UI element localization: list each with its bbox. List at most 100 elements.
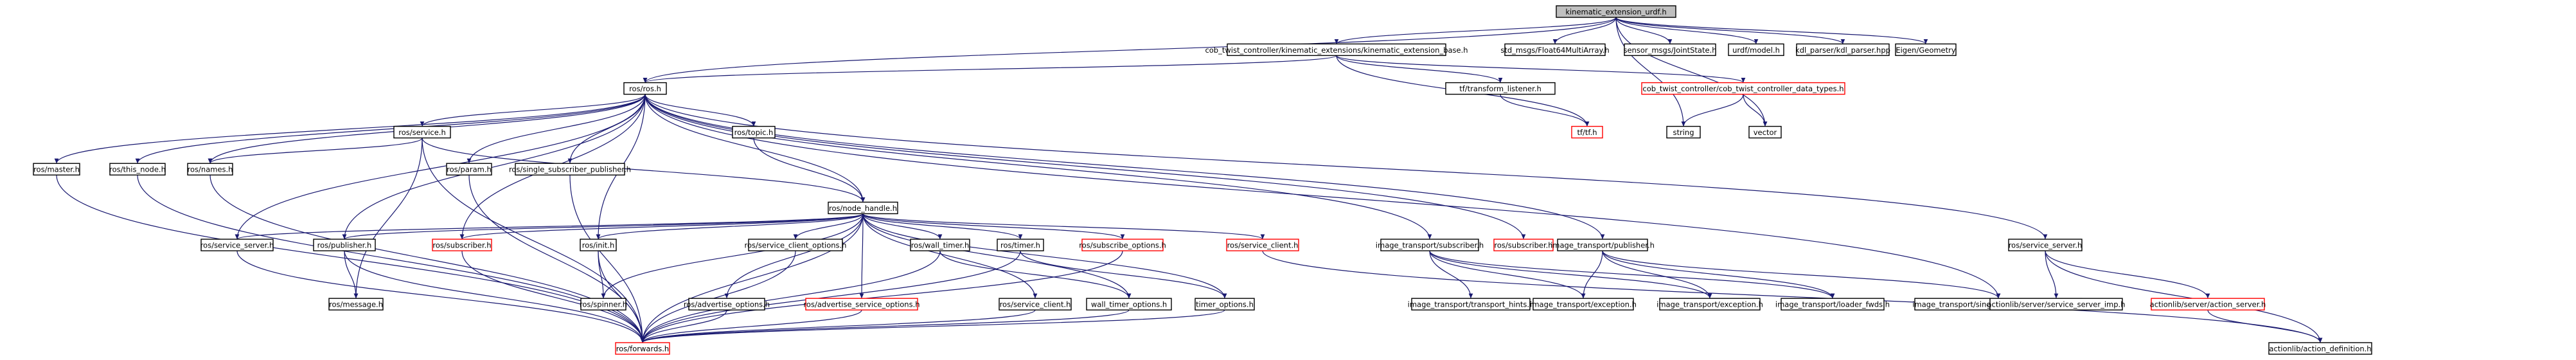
node-exception2-box bbox=[1659, 298, 1761, 310]
node-datatypes[interactable]: cob_twist_controller/cob_twist_controlle… bbox=[1641, 82, 1845, 95]
node-svcclient2[interactable]: ros/service_client.h bbox=[999, 298, 1072, 310]
edge-itsub-to-loaderfns bbox=[1429, 250, 1835, 299]
node-param[interactable]: ros/param.h bbox=[446, 163, 492, 176]
node-walltimer[interactable]: ros/wall_timer.h bbox=[910, 239, 970, 251]
node-wto-label: wall_timer_options.h bbox=[1091, 300, 1167, 309]
edge-rosros-to-serviceserver bbox=[235, 94, 646, 240]
node-float64[interactable]: std_msgs/Float64MultiArray.h bbox=[1500, 43, 1610, 57]
node-alserver[interactable]: ros/service_server.h bbox=[2008, 239, 2083, 251]
node-alserver-label: ros/service_server.h bbox=[2009, 241, 2083, 250]
node-loaderfns-label: image_transport/loader_fwds.h bbox=[1775, 300, 1890, 309]
node-subscriber[interactable]: ros/subscriber.h bbox=[432, 239, 492, 251]
node-exception1[interactable]: image_transport/exception.h bbox=[1530, 298, 1637, 310]
node-kdlparser[interactable]: kdl_parser/kdl_parser.hpp bbox=[1795, 43, 1890, 57]
node-rosros[interactable]: ros/ros.h bbox=[623, 82, 667, 95]
node-timer[interactable]: ros/timer.h bbox=[997, 239, 1044, 251]
node-names-label: ros/names.h bbox=[188, 165, 233, 174]
node-tflistener[interactable]: tf/transform_listener.h bbox=[1445, 82, 1556, 95]
node-advopts-box bbox=[688, 298, 765, 310]
node-names[interactable]: ros/names.h bbox=[187, 163, 233, 176]
node-rosros-label: ros/ros.h bbox=[629, 84, 661, 93]
edge-itpub-to-exception2 bbox=[1602, 251, 1712, 299]
node-exception2[interactable]: image_transport/exception.h bbox=[1657, 298, 1763, 310]
node-alserver-box bbox=[2008, 239, 2083, 251]
node-rossubscriber2[interactable]: ros/subscriber.h bbox=[1493, 239, 1554, 251]
edge-nodehandle-to-walltimer bbox=[862, 213, 943, 240]
node-thisnode-label: ros/this_node.h bbox=[109, 165, 166, 174]
node-actionserver[interactable]: actionlib/server/action_server.h bbox=[2150, 298, 2266, 310]
node-base[interactable]: cob_twist_controller/kinematic_extension… bbox=[1205, 43, 1468, 57]
node-urdfmodel-label: urdf/model.h bbox=[1732, 46, 1780, 55]
node-topic[interactable]: ros/topic.h bbox=[732, 125, 776, 139]
edge-rosros-to-publisher bbox=[342, 94, 646, 240]
node-subopts[interactable]: ros/subscribe_options.h bbox=[1079, 239, 1166, 251]
edge-itpub-to-exception1 bbox=[1581, 251, 1603, 299]
edge-nodehandle-to-subopts bbox=[862, 213, 1125, 240]
node-ssimp[interactable]: actionlib/server/service_server_imp.h bbox=[1987, 298, 2126, 310]
node-serviceclient[interactable]: ros/service_client.h bbox=[1226, 239, 1299, 251]
edge-timer-to-timeropts bbox=[1020, 250, 1227, 299]
node-init-label: ros/init.h bbox=[582, 241, 615, 250]
edge-nodehandle-to-sco bbox=[793, 213, 864, 240]
node-init[interactable]: ros/init.h bbox=[580, 239, 617, 251]
edge-root-to-float64 bbox=[1552, 17, 1617, 44]
node-serviceserver[interactable]: ros/service_server.h bbox=[200, 239, 274, 251]
node-sco-box bbox=[748, 239, 843, 251]
edge-root-to-eigen bbox=[1615, 17, 1928, 44]
node-topic-box bbox=[732, 125, 776, 139]
node-tranhints-box bbox=[1411, 298, 1531, 310]
node-timeropts[interactable]: timer_options.h bbox=[1195, 298, 1255, 310]
node-urdfmodel-box bbox=[1728, 43, 1784, 57]
node-actionserver-label: actionlib/server/action_server.h bbox=[2150, 300, 2266, 309]
edge-rosros-to-alserver bbox=[644, 94, 2048, 240]
edge-rosros-to-singlepub bbox=[567, 94, 646, 164]
node-thisnode[interactable]: ros/this_node.h bbox=[109, 163, 166, 176]
node-master[interactable]: ros/master.h bbox=[33, 163, 80, 176]
node-itpub-box bbox=[1557, 239, 1648, 251]
node-tftf[interactable]: tf/tf.h bbox=[1571, 125, 1603, 139]
edge-rosros-to-master bbox=[54, 94, 646, 164]
edge-itsub-to-exception1 bbox=[1429, 251, 1586, 299]
node-wto[interactable]: wall_timer_options.h bbox=[1086, 298, 1172, 310]
node-string-box bbox=[1666, 125, 1701, 139]
node-spinner[interactable]: ros/spinner.h bbox=[580, 298, 627, 310]
node-tranhints[interactable]: image_transport/transport_hints.h bbox=[1408, 298, 1534, 310]
node-publisher[interactable]: ros/publisher.h bbox=[313, 239, 376, 251]
node-message-box bbox=[328, 298, 384, 310]
edge-nodehandle-to-svcclient2 bbox=[862, 213, 1038, 299]
node-nodehandle[interactable]: ros/node_handle.h bbox=[828, 201, 898, 215]
node-urdfmodel[interactable]: urdf/model.h bbox=[1728, 43, 1784, 57]
node-vector-label: vector bbox=[1754, 128, 1777, 137]
edge-base-to-datatypes bbox=[1336, 55, 1746, 84]
edge-serviceserver-to-forwards bbox=[236, 251, 645, 343]
node-string[interactable]: string bbox=[1666, 125, 1701, 139]
node-advopts[interactable]: ros/advertise_options.h bbox=[684, 298, 770, 310]
edge-root-to-jointstate bbox=[1615, 17, 1673, 44]
node-vector[interactable]: vector bbox=[1748, 125, 1782, 139]
node-loaderfns[interactable]: image_transport/loader_fwds.h bbox=[1775, 298, 1890, 310]
node-itsub-label: image_transport/subscriber.h bbox=[1376, 241, 1484, 250]
node-sco[interactable]: ros/service_client_options.h bbox=[745, 239, 847, 251]
edge-service-to-forwards bbox=[422, 138, 645, 343]
edge-root-to-urdfmodel bbox=[1615, 17, 1759, 44]
node-message[interactable]: ros/message.h bbox=[328, 298, 384, 310]
node-jointstate[interactable]: sensor_msgs/JointState.h bbox=[1623, 43, 1717, 57]
node-actiondef[interactable]: actionlib/action_definition.h bbox=[2268, 342, 2372, 355]
node-forwards[interactable]: ros/forwards.h bbox=[615, 342, 670, 355]
node-advsvcopts[interactable]: ros/advertise_service_options.h bbox=[803, 298, 920, 310]
node-rossubscriber2-label: ros/subscriber.h bbox=[1494, 241, 1552, 250]
edge-singlepub-to-forwards bbox=[569, 175, 645, 343]
node-eigen[interactable]: Eigen/Geometry bbox=[1895, 43, 1957, 57]
node-publisher-label: ros/publisher.h bbox=[317, 241, 372, 250]
edge-publisher-to-message bbox=[344, 251, 359, 299]
edge-nodehandle-to-forwards bbox=[640, 213, 864, 343]
node-service[interactable]: ros/service.h bbox=[393, 125, 451, 139]
edge-timer-to-forwards bbox=[640, 251, 1021, 343]
edge-names-to-forwards bbox=[209, 175, 645, 343]
edge-rosros-to-param bbox=[466, 94, 646, 164]
edge-nodehandle-to-spinner bbox=[601, 213, 864, 299]
node-itpub[interactable]: image_transport/publisher.h bbox=[1550, 239, 1655, 251]
node-itsub[interactable]: image_transport/subscriber.h bbox=[1376, 239, 1484, 251]
node-singlepub[interactable]: ros/single_subscriber_publisher.h bbox=[509, 163, 631, 176]
node-walltimer-box bbox=[910, 239, 970, 251]
